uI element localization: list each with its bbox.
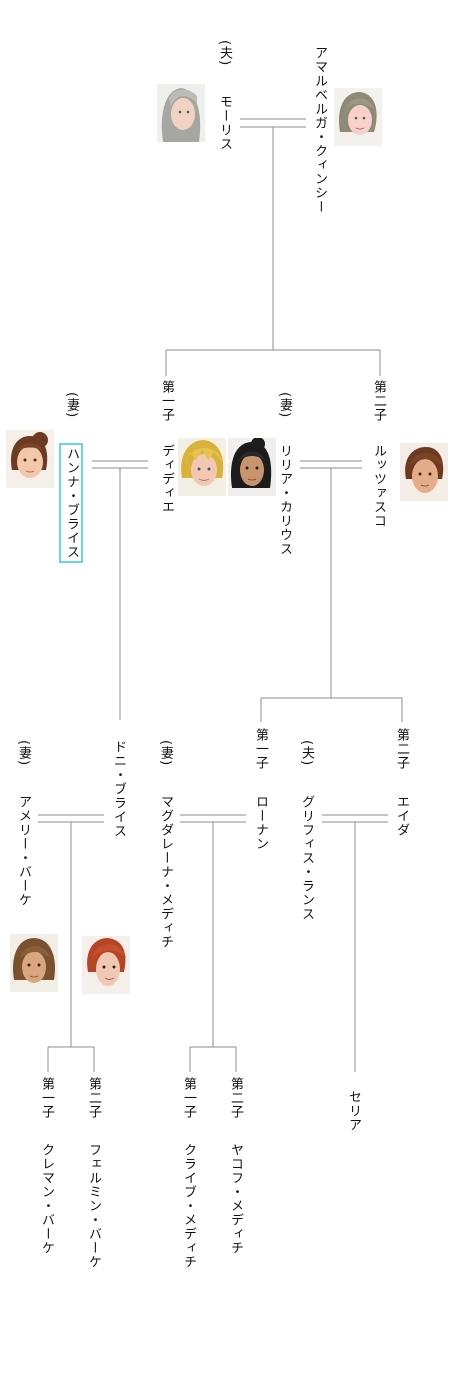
role-hannah: (妻) [64, 392, 79, 419]
portrait-maurice [157, 84, 205, 142]
portrait-donnie [82, 936, 130, 994]
name-clement: クレマン・バーケ [39, 1143, 54, 1255]
tree-lines [38, 118, 403, 1072]
role-clement: 第一子 [39, 1077, 54, 1119]
role-ronan: 第一子 [253, 728, 268, 770]
name-amelie: アメリー・バーケ [16, 795, 31, 907]
name-didier: ディディエ [159, 444, 174, 514]
role-jacob: 第二子 [228, 1077, 243, 1119]
name-clive: クライブ・メディチ [181, 1143, 196, 1269]
portrait-amelie [10, 934, 58, 992]
role-didier: 第一子 [159, 380, 174, 422]
role-magdalena: (妻) [158, 740, 173, 767]
name-amalberga: アマルベルガ・クィンシー [312, 46, 327, 214]
name-griffith: グリフィス・ランス [299, 795, 314, 921]
portrait-didier [178, 438, 226, 496]
name-lutsasco: ルッツァスコ [371, 444, 386, 528]
role-lutsasco: 第二子 [371, 380, 386, 422]
portrait-lutsasco [400, 443, 448, 501]
name-ronan: ローナン [253, 795, 268, 851]
name-magdalena: マグダレーナ・メディチ [158, 795, 173, 949]
role-griffith: (夫) [299, 740, 314, 767]
role-fermin: 第二子 [86, 1077, 101, 1119]
name-hannah[interactable]: ハンナ・ブライス [59, 443, 83, 563]
portrait-amalberga [334, 88, 382, 146]
role-amelie: (妻) [16, 740, 31, 767]
portrait-hannah [6, 430, 54, 488]
name-donnie: ドニ・ブライス [111, 740, 126, 838]
name-celia: セリア [346, 1090, 361, 1132]
name-ada: エイダ [394, 795, 409, 837]
name-fermin: フェルミン・バーケ [86, 1143, 101, 1269]
role-clive: 第一子 [181, 1077, 196, 1119]
name-lilia: リリア・カリウス [277, 444, 292, 556]
role-maurice: (夫) [217, 40, 232, 67]
role-lilia: (妻) [277, 392, 292, 419]
role-ada: 第二子 [394, 728, 409, 770]
name-maurice: モーリス [217, 95, 232, 151]
name-jacob: ヤコフ・メディチ [228, 1143, 243, 1255]
portrait-lilia [228, 438, 276, 496]
